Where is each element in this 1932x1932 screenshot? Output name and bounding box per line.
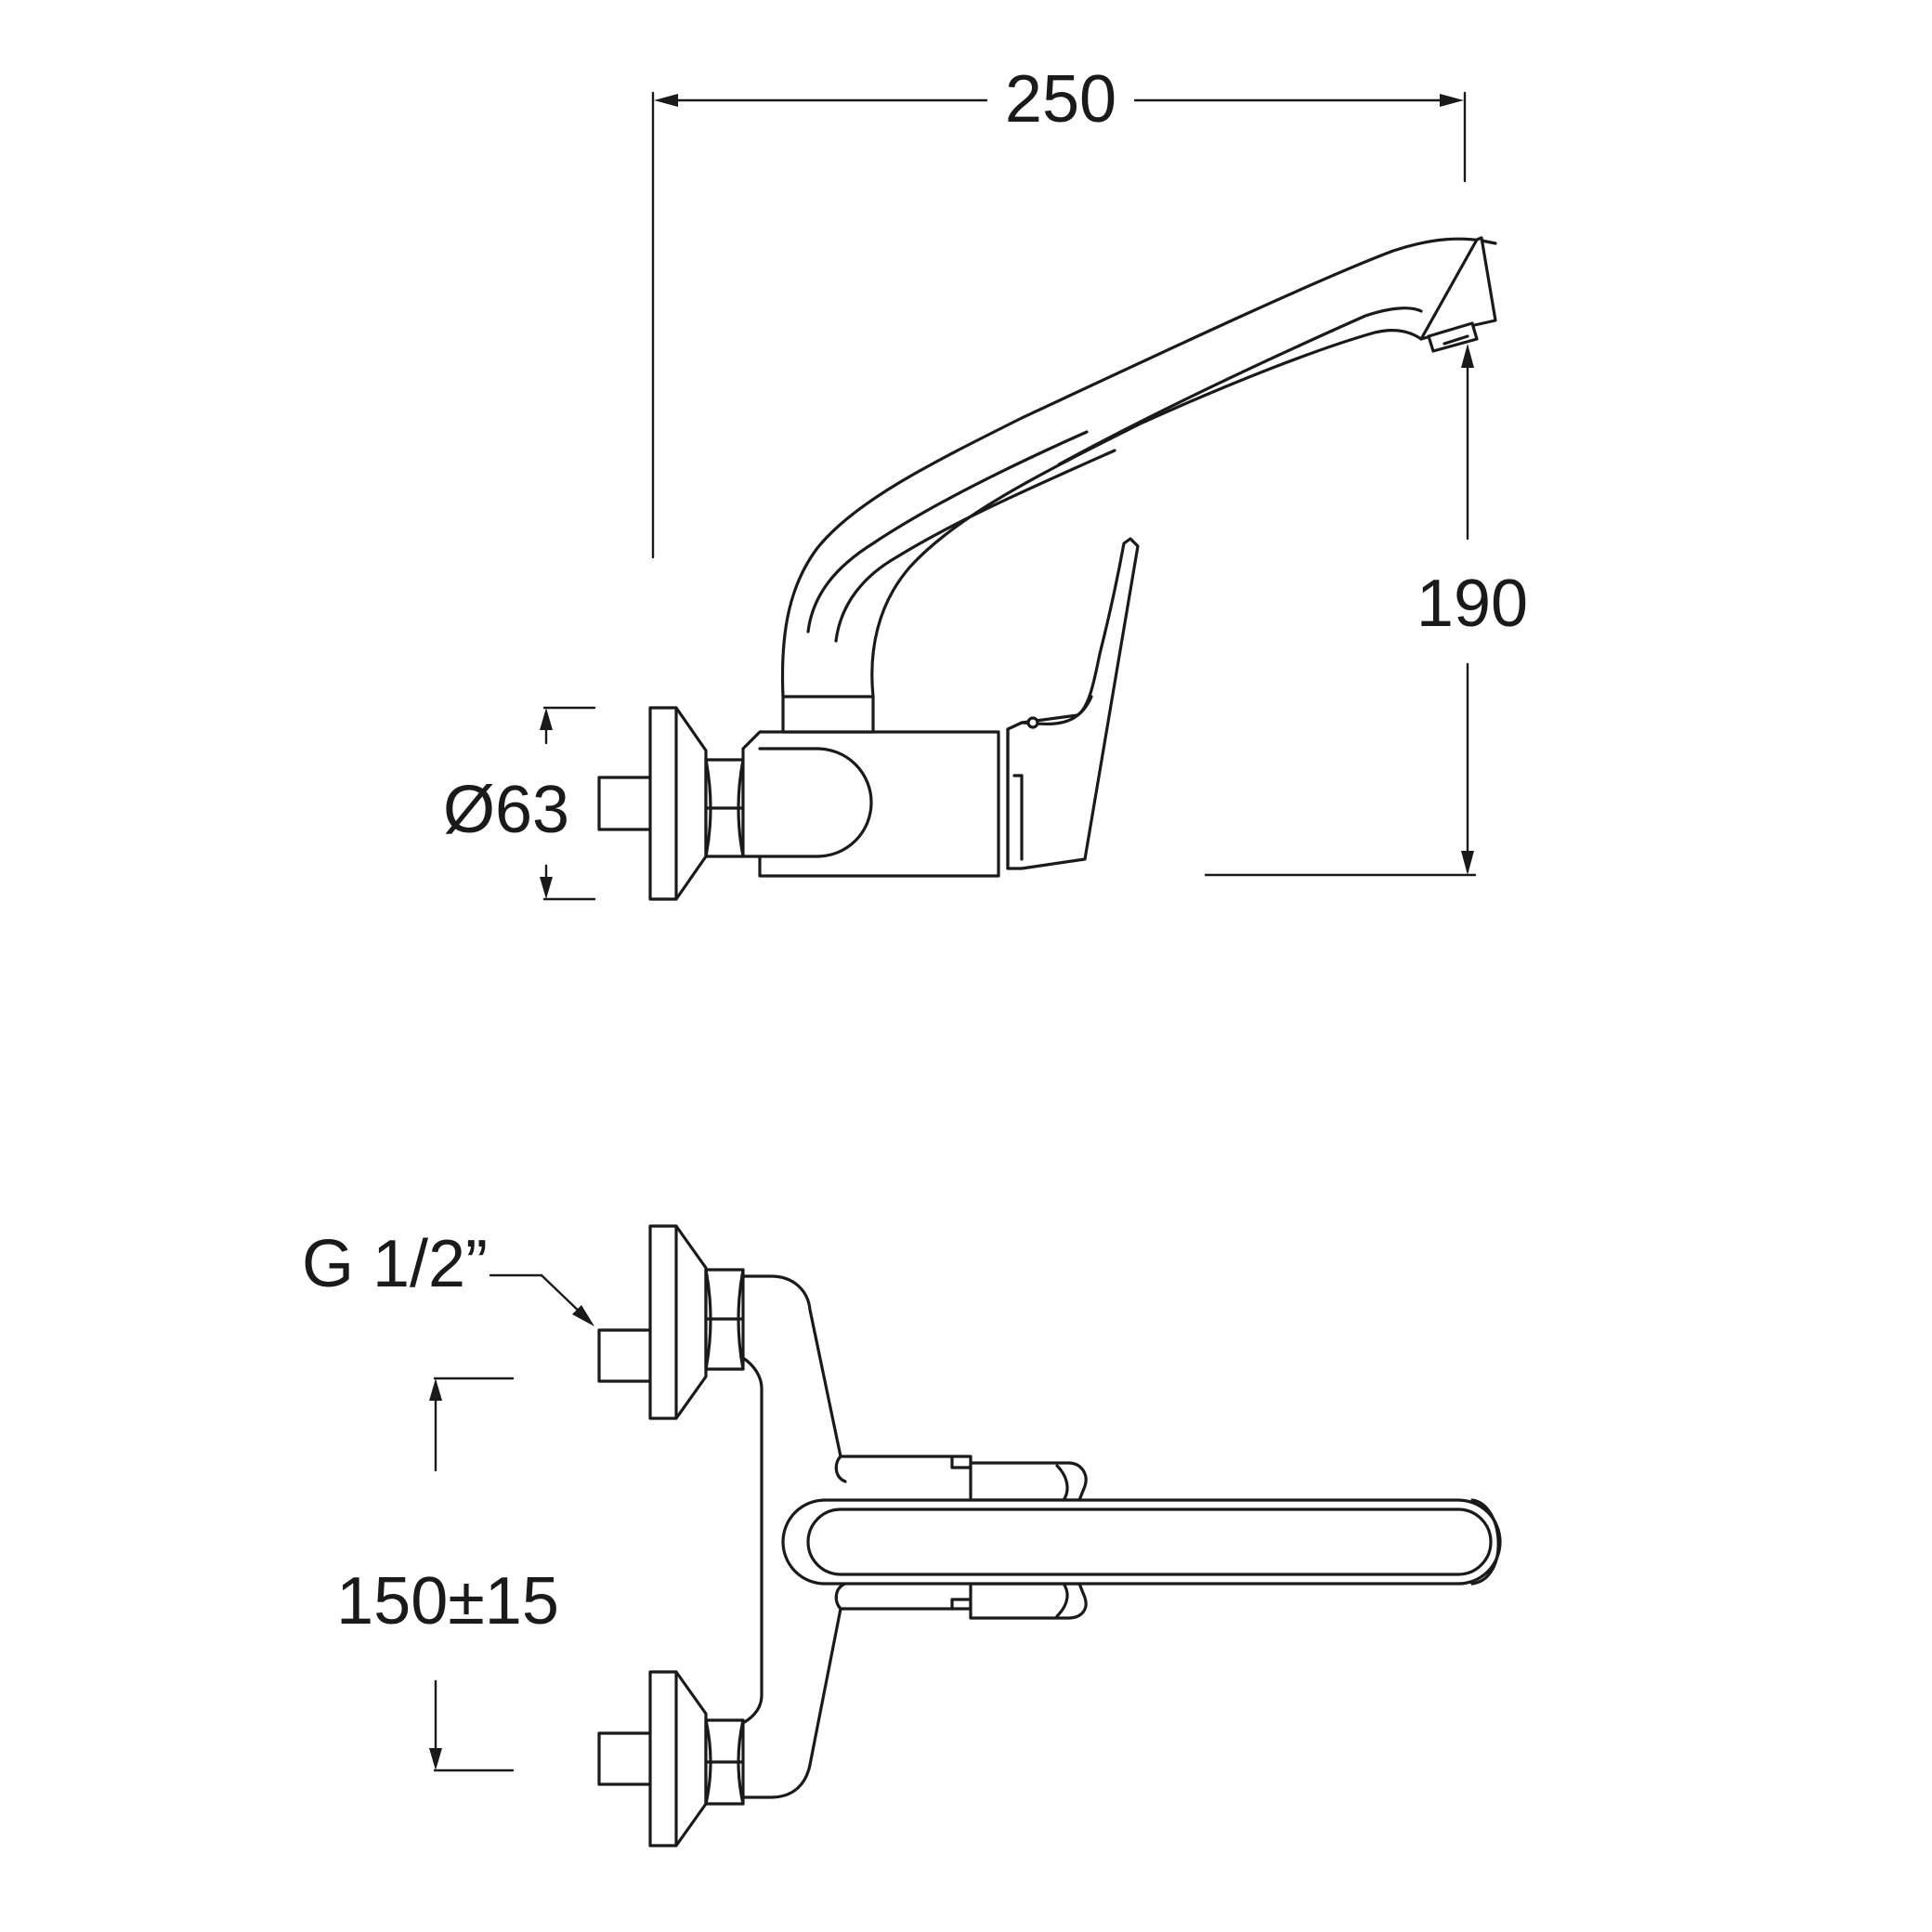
- thread-callout: G 1/2”: [302, 1227, 594, 1326]
- dimension-diameter-63-label: Ø63: [443, 773, 569, 847]
- faucet-side-drawing: [597, 236, 1497, 901]
- faucet-top-drawing: [597, 1224, 1502, 1847]
- dimension-250: 250: [651, 62, 1467, 559]
- dimension-diameter-63: Ø63: [443, 706, 596, 901]
- thread-label: G 1/2”: [302, 1227, 488, 1301]
- dimension-150-label: 150±15: [336, 1564, 559, 1638]
- dimension-150: 150±15: [336, 1377, 559, 1772]
- dimension-190-label: 190: [1416, 567, 1528, 641]
- dimension-250-label: 250: [1005, 62, 1116, 137]
- dimension-190: 190: [1204, 344, 1528, 877]
- top-view: G 1/2” 150±15: [302, 1224, 1502, 1847]
- side-view: 250 190 Ø63: [443, 62, 1528, 901]
